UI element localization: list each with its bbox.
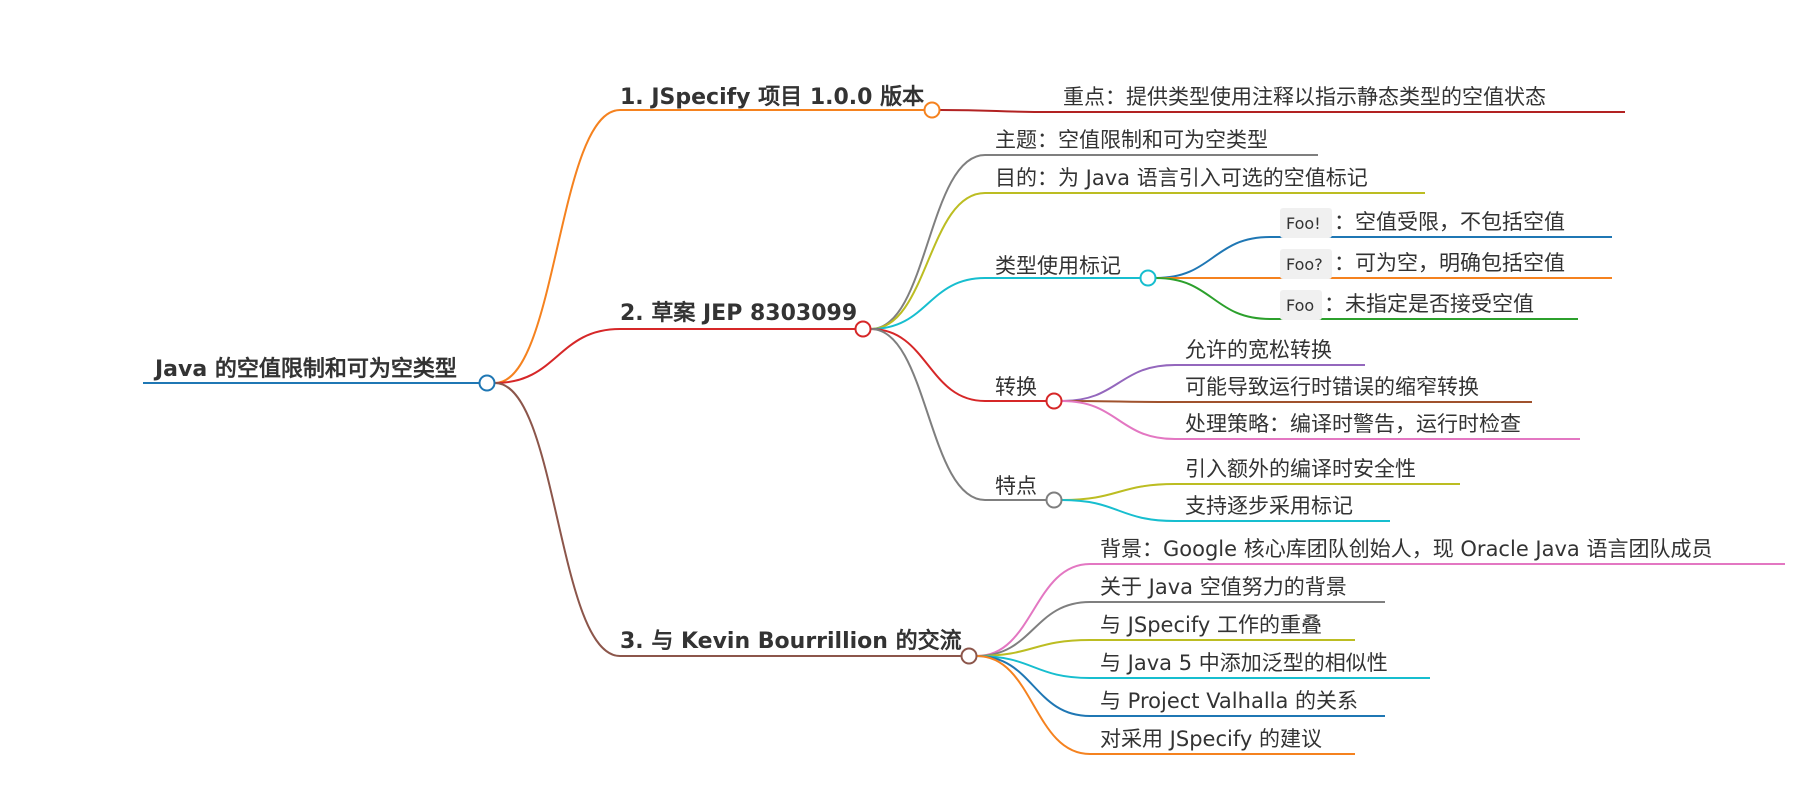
collapse-toggle-b2c5[interactable] (1045, 491, 1063, 509)
node-b3c4[interactable]: 与 Java 5 中添加泛型的相似性 (1100, 651, 1388, 675)
node-b2c3[interactable]: 类型使用标记 (995, 254, 1121, 278)
node-b2c5a[interactable]: 引入额外的编译时安全性 (1185, 457, 1416, 481)
connector-b3c1 (976, 563, 1091, 657)
collapse-toggle-b3[interactable] (960, 647, 978, 665)
connector-b3c3 (976, 639, 1091, 657)
node-b3c1[interactable]: 背景：Google 核心库团队创始人，现 Oracle Java 语言团队成员 (1100, 537, 1712, 561)
connector-b2c4 (870, 328, 986, 402)
node-b1c1[interactable]: 重点：提供类型使用注释以指示静态类型的空值状态 (1063, 85, 1546, 109)
connector-b3c5 (976, 655, 1091, 717)
node-b2c5b[interactable]: 支持逐步采用标记 (1185, 494, 1353, 518)
connector-b2c3a (1155, 236, 1271, 279)
collapse-toggle-b2c3[interactable] (1139, 269, 1157, 287)
connector-root-b1 (494, 109, 621, 384)
code-chip-b2c3b (1280, 249, 1332, 279)
connector-b3c2 (976, 601, 1091, 657)
node-b2c5[interactable]: 特点 (995, 474, 1037, 498)
connector-root-b2 (494, 328, 621, 384)
connector-b1c1 (939, 109, 1054, 113)
collapse-toggle-root[interactable] (478, 374, 496, 392)
connector-b2c4c (1061, 400, 1176, 440)
connector-b2c5b (1061, 499, 1176, 522)
connector-b3c4 (976, 655, 1091, 679)
node-b2c4c[interactable]: 处理策略：编译时警告，运行时检查 (1185, 412, 1521, 436)
code-chip-b2c3c (1280, 290, 1322, 320)
collapse-toggle-b1[interactable] (923, 101, 941, 119)
connector-b2c5a (1061, 483, 1176, 501)
code-b2c3c: Foo (1286, 296, 1314, 315)
connector-b2c5 (870, 328, 986, 501)
connector-b2c1 (870, 154, 986, 330)
connector-b2c4b (1061, 400, 1176, 403)
connector-root-b3 (494, 382, 621, 657)
code-chip-b2c3a (1280, 208, 1332, 238)
code-b2c3a: Foo! (1286, 214, 1321, 233)
connector-layer (143, 109, 1785, 755)
node-layer: Foo! ：空值受限，不包括空值 Foo? ：可为空，明确包括空值 Foo ：未指定是否接… (153, 85, 1712, 751)
root-topic[interactable]: Java 的空值限制和可为空类型 (153, 356, 457, 382)
code-b2c3b: Foo? (1286, 255, 1323, 274)
branch-b3[interactable]: 3. 与 Kevin Bourrillion 的交流 (620, 628, 962, 654)
node-b2c3b[interactable]: ：可为空，明确包括空值 (1334, 251, 1565, 275)
node-b2c3c[interactable]: ：未指定是否接受空值 (1324, 292, 1534, 316)
collapse-toggle-b2c4[interactable] (1045, 392, 1063, 410)
node-b2c1[interactable]: 主题：空值限制和可为空类型 (995, 128, 1268, 152)
branch-b1[interactable]: 1. JSpecify 项目 1.0.0 版本 (620, 85, 924, 110)
connector-b2c4a (1061, 364, 1176, 402)
connector-b2c3 (870, 277, 986, 330)
node-b2c4b[interactable]: 可能导致运行时错误的缩窄转换 (1185, 375, 1479, 399)
node-b3c6[interactable]: 对采用 JSpecify 的建议 (1100, 727, 1322, 751)
node-b2c2[interactable]: 目的：为 Java 语言引入可选的空值标记 (995, 166, 1368, 190)
collapse-toggle-b2[interactable] (854, 320, 872, 338)
connector-b3c6 (976, 655, 1091, 755)
node-b3c5[interactable]: 与 Project Valhalla 的关系 (1100, 689, 1358, 713)
branch-b2[interactable]: 2. 草案 JEP 8303099 (620, 300, 857, 326)
node-b3c2[interactable]: 关于 Java 空值努力的背景 (1100, 575, 1347, 599)
node-b2c4a[interactable]: 允许的宽松转换 (1185, 338, 1332, 362)
node-b3c3[interactable]: 与 JSpecify 工作的重叠 (1100, 613, 1322, 637)
node-b2c3a[interactable]: ：空值受限，不包括空值 (1334, 210, 1565, 234)
connector-b2c3c (1155, 277, 1271, 320)
connector-b2c2 (870, 192, 986, 330)
node-b2c4[interactable]: 转换 (995, 375, 1037, 399)
